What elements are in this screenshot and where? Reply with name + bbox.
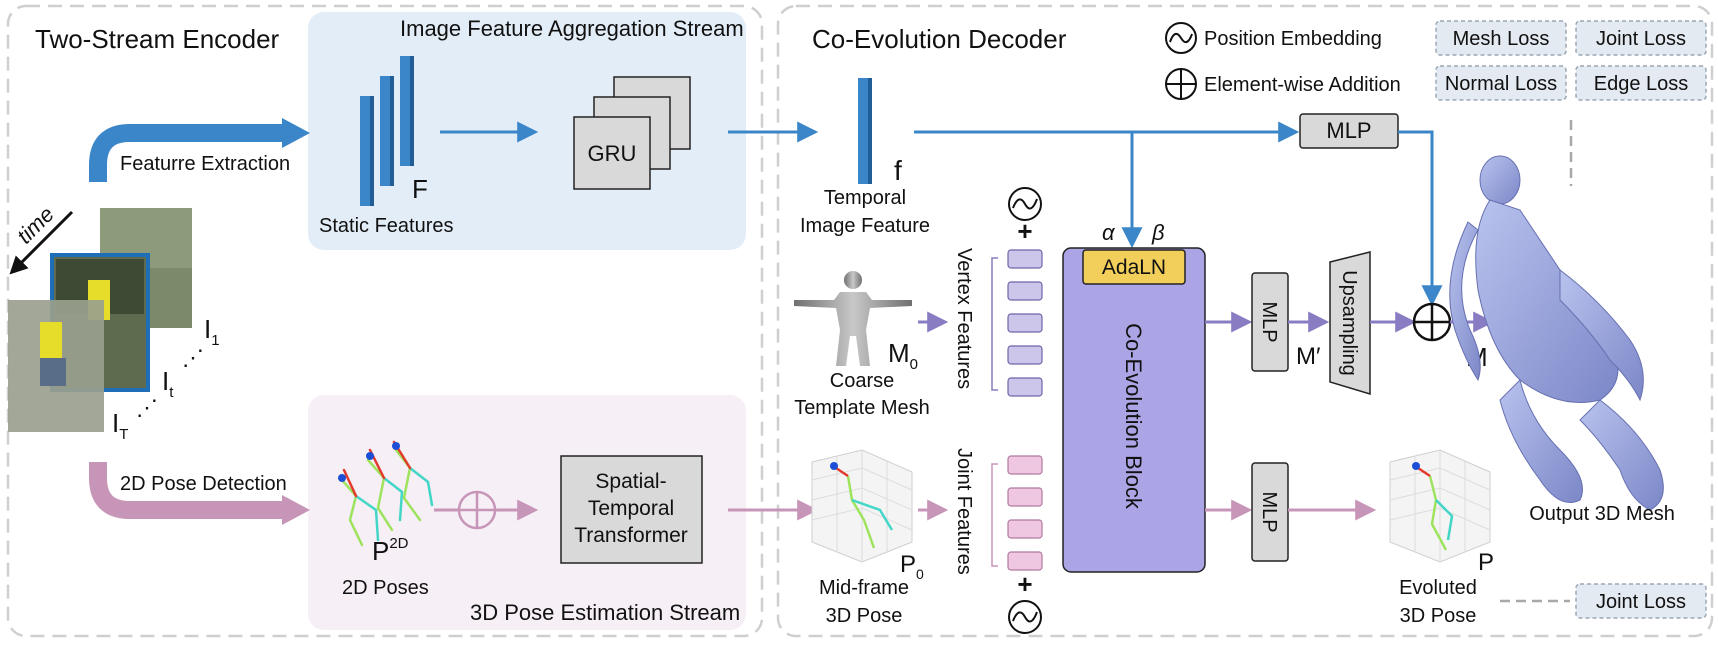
coevolution-label: Co-Evolution Block: [1121, 323, 1146, 510]
mlp-joint-box: [1251, 462, 1289, 562]
transformer-line2: Temporal: [588, 497, 674, 520]
mlp-to-addition-arrow: [1398, 130, 1443, 307]
evoluted-line2: 3D Pose: [1400, 605, 1477, 627]
plus-top: +: [1017, 216, 1032, 246]
gru-box: [573, 116, 651, 190]
frame-T-label: IT: [112, 408, 128, 443]
legend-elementwise-addition: Element-wise Addition: [1204, 74, 1401, 96]
alpha-label: α: [1102, 220, 1116, 245]
legend-position-embedding: Position Embedding: [1204, 28, 1382, 50]
input-frames: [8, 208, 192, 432]
ellipsis-lower: ⋰: [136, 395, 158, 420]
position-embedding-top: [1008, 187, 1042, 221]
position-embedding-legend-icon: [1165, 22, 1197, 54]
output-addition-symbol: [1412, 302, 1452, 342]
decoder-title: Co-Evolution Decoder: [812, 24, 1067, 54]
template-line2: Template Mesh: [794, 397, 930, 419]
loss-joint: Joint Loss: [1596, 28, 1686, 50]
pose-detection-label: 2D Pose Detection: [120, 473, 287, 495]
joint-feature-tokens: [1007, 455, 1043, 571]
encoder-title: Two-Stream Encoder: [35, 24, 280, 54]
output-3d-mesh: [1449, 155, 1664, 511]
template-line1: Coarse: [830, 370, 894, 392]
midframe-symbol: P0: [900, 551, 924, 582]
m-prime-label: M′: [1296, 343, 1321, 370]
template-mesh-figure: [794, 271, 912, 366]
midframe-pose-plot: [811, 449, 913, 563]
temporal-feature-bar: [858, 78, 868, 184]
pose-detection-arrow: [89, 462, 285, 519]
mlp-joint-label: MLP: [1258, 491, 1280, 532]
evoluted-pose-plot: [1389, 449, 1491, 563]
pose-2d-label: 2D Poses: [342, 577, 429, 599]
static-features-label: Static Features: [319, 215, 454, 237]
joint-features-label: Joint Features: [953, 448, 975, 575]
p-output-label: P: [1478, 549, 1494, 576]
midframe-line1: Mid-frame: [819, 577, 909, 599]
temporal-feature-symbol: f: [894, 155, 902, 186]
temporal-line2: Image Feature: [800, 215, 930, 237]
loss-boxes: Mesh Loss Joint Loss Normal Loss Edge Lo…: [1435, 20, 1707, 101]
temporal-line1: Temporal: [824, 187, 906, 209]
vertex-bracket: [991, 257, 998, 391]
mlp-top-label: MLP: [1326, 118, 1371, 143]
loss-mesh: Mesh Loss: [1453, 28, 1550, 50]
image-stream-title: Image Feature Aggregation Stream: [400, 16, 744, 41]
adaln-box: [1082, 249, 1186, 285]
transformer-line1: Spatial-: [595, 470, 666, 493]
time-arrow: [9, 210, 74, 275]
feature-extraction-label: Featurre Extraction: [120, 153, 290, 175]
loss-normal: Normal Loss: [1445, 73, 1557, 95]
joint-loss-bottom: Joint Loss: [1596, 591, 1686, 613]
mlp-vertex-label: MLP: [1258, 301, 1280, 342]
transformer-line3: Transformer: [574, 524, 688, 547]
static-features-symbol: F: [412, 174, 428, 204]
pose-2d-skeletons: [338, 440, 434, 547]
loss-edge: Edge Loss: [1594, 73, 1689, 95]
frame-t-label: It: [162, 366, 174, 401]
upsampling-label: Upsampling: [1338, 270, 1360, 376]
plus-bottom: +: [1017, 569, 1032, 599]
gru-label: GRU: [588, 141, 637, 166]
vertex-features-label: Vertex Features: [953, 248, 975, 389]
pose-stream-title: 3D Pose Estimation Stream: [470, 600, 740, 625]
evoluted-line1: Evoluted: [1399, 577, 1477, 599]
template-symbol: M0: [888, 338, 918, 373]
output-mesh-label: Output 3D Mesh: [1529, 503, 1675, 525]
joint-loss-bottom-box: [1575, 583, 1707, 619]
time-label: time: [12, 201, 59, 248]
frame-1-label: I1: [204, 314, 220, 349]
pose-feature-add-symbol: [457, 490, 497, 530]
upsampling-block: [1329, 251, 1371, 396]
decoder-panel: [776, 4, 1714, 638]
vertex-feature-tokens: [1007, 249, 1043, 397]
adaln-label: AdaLN: [1102, 256, 1166, 279]
ellipsis-upper: ⋰: [182, 345, 204, 370]
feature-extraction-arrow: [89, 124, 285, 182]
position-embedding-bottom: [1008, 600, 1042, 634]
beta-label: β: [1151, 220, 1165, 245]
pose-2d-symbol: P2D: [372, 535, 409, 566]
static-feature-bars: [360, 56, 414, 206]
coevolution-block: [1062, 247, 1206, 573]
joint-bracket: [991, 463, 998, 567]
midframe-line2: 3D Pose: [826, 605, 903, 627]
elementwise-addition-legend-icon: [1165, 68, 1197, 100]
spatial-temporal-transformer: [560, 455, 703, 564]
